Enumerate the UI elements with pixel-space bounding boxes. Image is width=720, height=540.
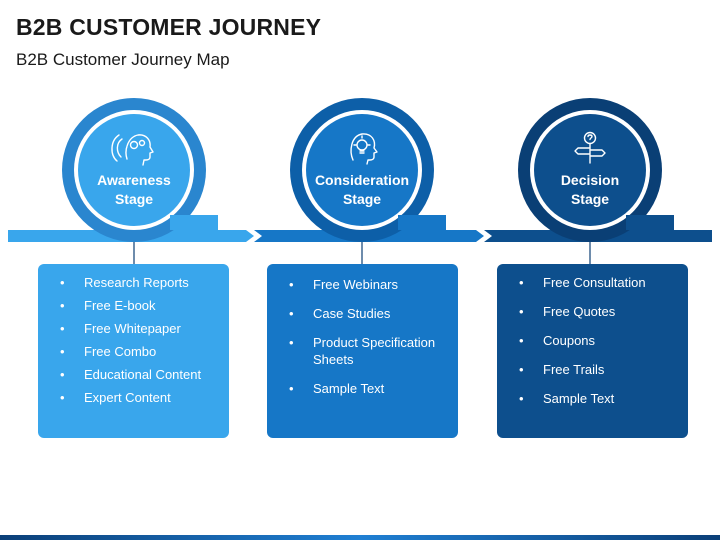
list-item: Case Studies: [267, 305, 458, 322]
list-item: Free Combo: [38, 343, 229, 360]
direction-signpost-icon: [574, 131, 606, 164]
list-item: Sample Text: [267, 380, 458, 397]
head-gears-icon: [111, 134, 154, 166]
stage-box-decision: Free Consultation Free Quotes Coupons Fr…: [497, 264, 688, 438]
awareness-item-list: Research Reports Free E-book Free Whitep…: [38, 274, 229, 406]
list-item: Free E-book: [38, 297, 229, 314]
stage-label-consideration-line1: Consideration: [314, 172, 410, 188]
footer-gradient-bar: [0, 535, 720, 540]
stage-label-consideration: Consideration Stage: [287, 171, 437, 209]
list-item: Free Quotes: [497, 303, 688, 320]
lightbulb-head-icon: [350, 133, 378, 165]
stage-label-decision: Decision Stage: [515, 171, 665, 209]
stage-label-awareness-line2: Stage: [114, 191, 154, 207]
list-item: Research Reports: [38, 274, 229, 291]
list-item: Coupons: [497, 332, 688, 349]
list-item: Educational Content: [38, 366, 229, 383]
stage-circle-awareness: [62, 98, 218, 242]
stage-box-awareness: Research Reports Free E-book Free Whitep…: [38, 264, 229, 438]
list-item: Free Whitepaper: [38, 320, 229, 337]
stage-label-awareness-line1: Awareness: [97, 172, 171, 188]
page-subtitle: B2B Customer Journey Map: [16, 50, 230, 69]
list-item: Free Webinars: [267, 276, 458, 293]
list-item: Free Trails: [497, 361, 688, 378]
stage-circle-decision: [518, 98, 674, 242]
stage-circle-consideration: [290, 98, 446, 242]
stage-label-decision-line2: Stage: [570, 191, 610, 207]
list-item: Product Specification Sheets: [267, 334, 458, 368]
list-item: Sample Text: [497, 390, 688, 407]
page-title: B2B CUSTOMER JOURNEY: [16, 14, 322, 40]
decision-item-list: Free Consultation Free Quotes Coupons Fr…: [497, 274, 688, 407]
consideration-item-list: Free Webinars Case Studies Product Speci…: [267, 276, 458, 397]
list-item: Expert Content: [38, 389, 229, 406]
stage-box-consideration: Free Webinars Case Studies Product Speci…: [267, 264, 458, 438]
stage-label-awareness: Awareness Stage: [59, 171, 209, 209]
stage-label-consideration-line2: Stage: [342, 191, 382, 207]
stage-label-decision-line1: Decision: [560, 172, 620, 188]
list-item: Free Consultation: [497, 274, 688, 291]
